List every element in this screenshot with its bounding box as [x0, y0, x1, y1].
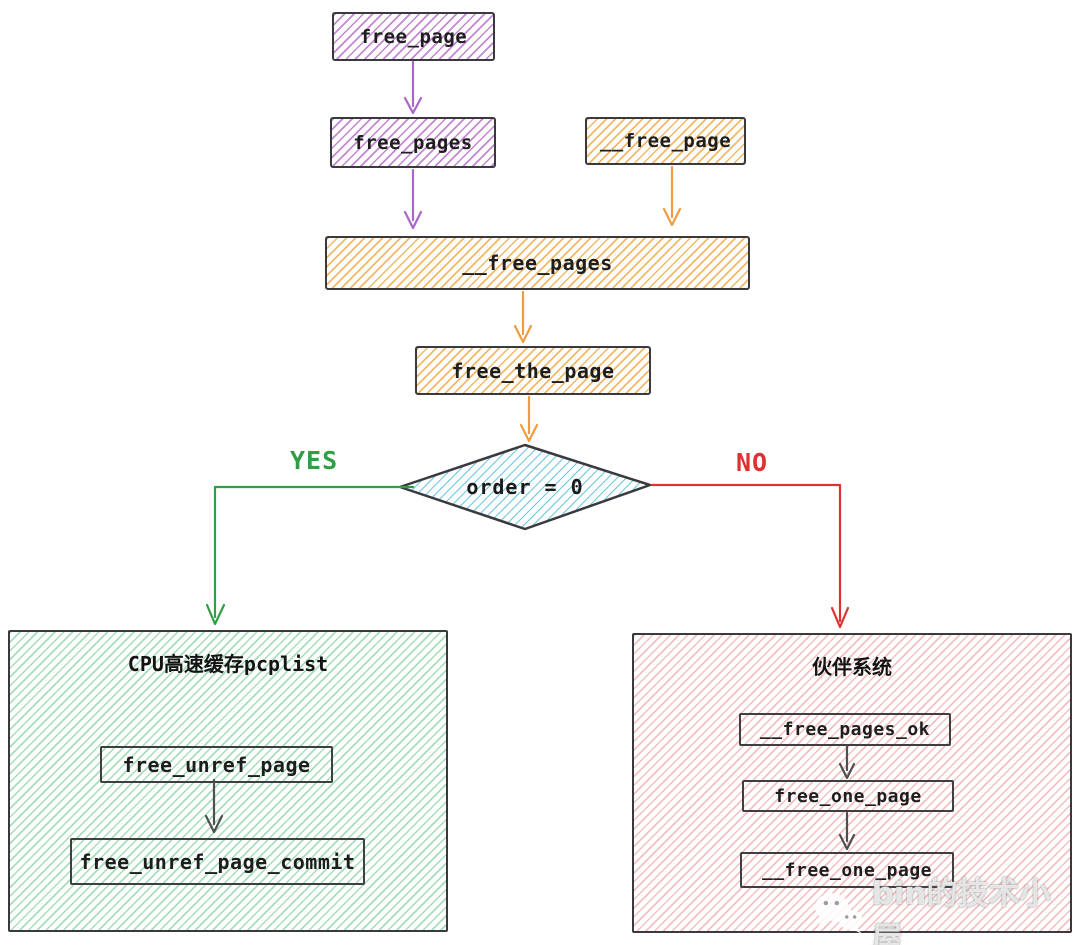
group-buddy-system-title: 伙伴系统: [812, 655, 892, 679]
group-pcp-cache-title: CPU高速缓存pcplist: [127, 652, 329, 676]
wechat-icon: [814, 893, 863, 934]
node-dunder-free-page: __free_page: [585, 117, 746, 165]
node-dunder-free-pages-label: __free_pages: [462, 251, 613, 275]
node-free-pages: free_pages: [330, 117, 496, 168]
branch-label-no: NO: [736, 448, 769, 477]
node-free-the-page: free_the_page: [415, 346, 651, 395]
node-free-unref-page-commit: free_unref_page_commit: [70, 838, 365, 885]
node-dunder-free-pages-ok: __free_pages_ok: [739, 713, 951, 746]
node-dunder-free-page-label: __free_page: [599, 130, 732, 152]
connector-no: [650, 483, 850, 629]
arrow-free-the-page-to-decision: [519, 395, 539, 443]
arrow-free-one-page-to-dunder-free-one-page: [838, 811, 856, 851]
group-pcp-cache: CPU高速缓存pcplist free_unref_page free_unre…: [8, 630, 448, 932]
node-free-the-page-label: free_the_page: [451, 358, 615, 383]
node-free-page-label: free_page: [359, 25, 468, 48]
node-free-pages-label: free_pages: [353, 131, 473, 154]
node-free-one-page-label: free_one_page: [774, 785, 922, 807]
node-free-unref-page: free_unref_page: [100, 746, 333, 783]
node-dunder-free-one-page-label: __free_one_page: [761, 859, 933, 881]
branch-label-yes: YES: [290, 446, 339, 475]
arrow-free-pages-to-dunder-free-pages: [403, 168, 423, 230]
arrow-free-page-to-free-pages: [403, 60, 423, 115]
node-free-unref-page-commit-label: free_unref_page_commit: [79, 849, 356, 874]
node-free-page: free_page: [332, 12, 495, 61]
arrow-dunder-free-page-to-dunder-free-pages: [662, 165, 682, 227]
connector-yes: [205, 485, 415, 626]
group-buddy-system: 伙伴系统 __free_pages_ok free_one_page __fre…: [632, 633, 1072, 933]
node-dunder-free-pages-ok-label: __free_pages_ok: [759, 719, 931, 740]
decision-label: order = 0: [466, 475, 584, 499]
decision-diamond-shape: [398, 443, 652, 531]
decision-diamond: order = 0: [396, 441, 654, 533]
watermark-text: bin的技术小屋: [871, 876, 1051, 945]
arrow-pages-ok-to-free-one-page: [838, 744, 856, 780]
arrow-free-unref-page-to-commit: [204, 778, 224, 834]
node-free-one-page: free_one_page: [742, 780, 954, 812]
watermark: bin的技术小屋: [812, 868, 1080, 945]
node-free-unref-page-label: free_unref_page: [122, 752, 311, 777]
arrow-dunder-free-pages-to-free-the-page: [513, 290, 533, 344]
node-dunder-free-pages: __free_pages: [325, 236, 750, 290]
node-dunder-free-one-page: __free_one_page: [740, 852, 954, 888]
